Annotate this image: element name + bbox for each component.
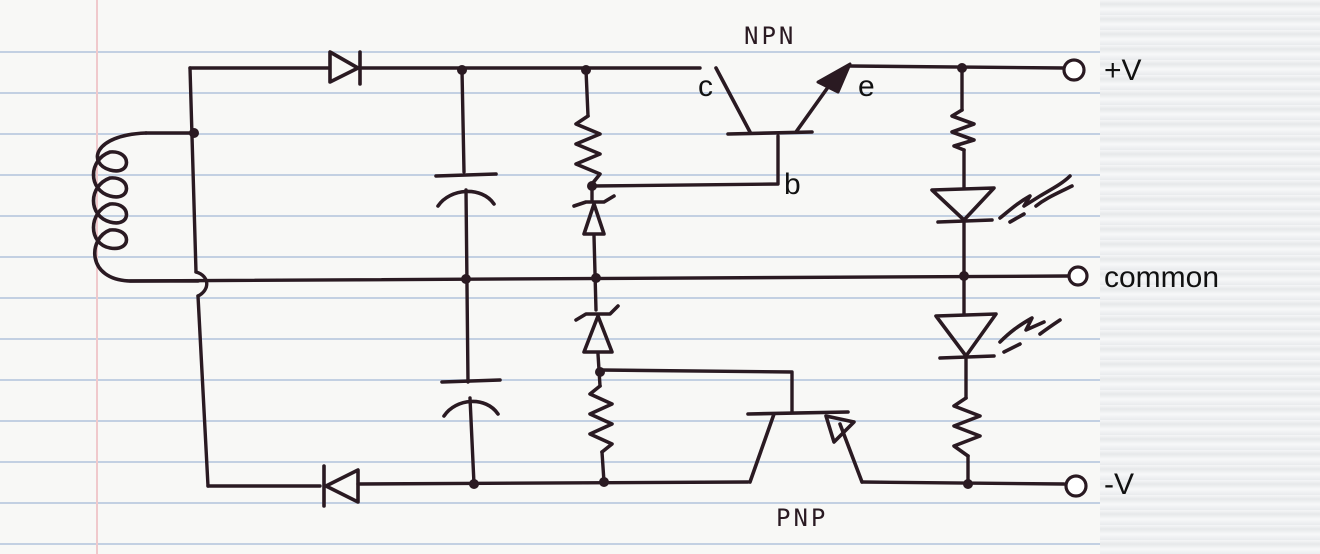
base-label: b [784, 168, 801, 201]
wire-bottom-rail-c [860, 480, 1066, 486]
wire-bottom-rail-b [356, 480, 750, 486]
negative-rail-label: -V [1104, 468, 1134, 501]
pnp-label: PNP [776, 504, 828, 532]
positive-rail-label: +V [1104, 54, 1142, 87]
wiring [128, 64, 1070, 488]
diode-top [328, 50, 362, 86]
junction-dot [957, 63, 967, 73]
diode-bottom [322, 464, 360, 508]
npn-collector-lead [714, 66, 752, 134]
zener-diode-top [572, 194, 616, 236]
wire-cap-top [460, 68, 466, 174]
junction-dot [599, 477, 609, 487]
pnp-base-bar [746, 410, 850, 416]
inductor-coil [91, 131, 200, 283]
wire-left-upper [188, 66, 198, 274]
emitter-label: e [858, 70, 875, 103]
resistor-led-bottom [952, 396, 982, 458]
pnp-emitter-arrow [824, 414, 856, 444]
pnp-collector-lead [748, 412, 776, 484]
resistor-led-top [950, 108, 976, 152]
junction-dots [189, 63, 973, 489]
led-upper [930, 174, 1074, 224]
led-lower [934, 312, 1062, 360]
resistor-pnp-bias [588, 384, 614, 454]
pnp-transistor [746, 410, 864, 484]
npn-emitter-arrow [816, 62, 852, 94]
terminal-negative [1064, 474, 1088, 498]
wire-cap-mid2 [468, 396, 476, 486]
junction-dot [591, 273, 601, 283]
common-rail-label: common [1104, 261, 1219, 294]
wire-top-rail-c [848, 64, 1066, 70]
wire-cap-mid1 [464, 188, 470, 384]
npn-base-bar [726, 130, 814, 136]
junction-dot [959, 271, 969, 281]
wire-zcol-bottom [600, 450, 606, 484]
wire-pnp-base [598, 368, 794, 414]
junction-dot [189, 128, 199, 138]
junction-dot [457, 65, 467, 75]
wire-crossover-hop [194, 270, 209, 298]
junction-dot [963, 479, 973, 489]
terminal-positive [1062, 58, 1086, 82]
resistor-npn-bias [574, 114, 602, 186]
wire-left-lower [196, 294, 210, 488]
junction-dot [587, 181, 597, 191]
junction-dot [595, 367, 605, 377]
junction-dot [469, 479, 479, 489]
paper-margin-line [96, 0, 98, 554]
wire-zcol-b [592, 234, 598, 312]
zener-diode-bottom [574, 304, 620, 354]
wire-npn-base [590, 134, 780, 188]
junction-dot [581, 65, 591, 75]
terminal-common [1067, 265, 1089, 287]
collector-label: c [698, 70, 713, 103]
junction-dot [461, 274, 471, 284]
capacitor-bottom [440, 378, 502, 418]
npn-transistor [714, 62, 852, 136]
capacitor-top [434, 172, 498, 208]
scan-edge-strip [1100, 0, 1320, 554]
npn-label: NPN [744, 22, 796, 50]
wire-zcol-top [584, 68, 590, 118]
